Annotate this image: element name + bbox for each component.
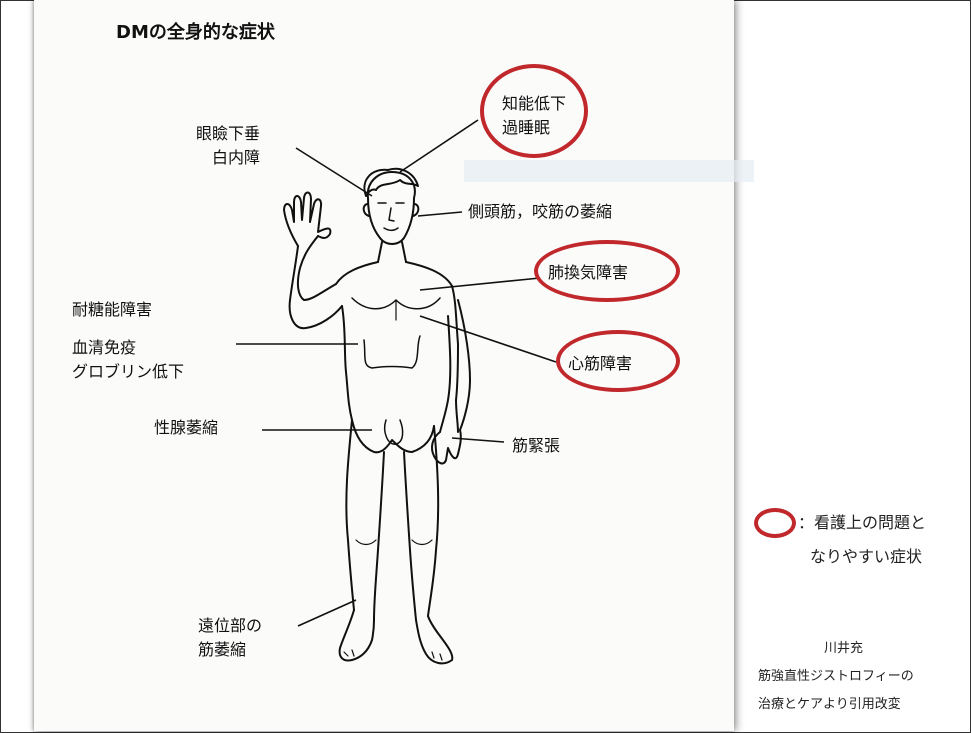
bleed-through-band bbox=[464, 160, 754, 182]
leader-myotonia bbox=[451, 437, 505, 443]
leader-distal bbox=[297, 599, 357, 627]
label-ptosis-cataract: 眼瞼下垂 白内障 bbox=[196, 124, 261, 167]
hanging-hand bbox=[431, 429, 462, 465]
credit-source-line1: 筋強直性ジストロフィーの bbox=[758, 669, 914, 684]
groin bbox=[384, 419, 404, 445]
diagram-title: DMの全身的な症状 bbox=[116, 22, 275, 43]
credit-source-line2: 治療とケアより引用改変 bbox=[758, 697, 901, 712]
label-distal-muscle-atrophy: 遠位部の 筋萎縮 bbox=[198, 616, 263, 659]
hanging-arm bbox=[457, 299, 471, 431]
legend-text-line1: ：看護上の問題と bbox=[798, 513, 927, 532]
leader-lung bbox=[419, 277, 541, 291]
right-leg-outer bbox=[427, 425, 440, 617]
label-glucose-intolerance: 耐糖能障害 bbox=[72, 300, 153, 319]
leader-ptosis bbox=[295, 147, 373, 197]
leader-temporal bbox=[417, 211, 463, 217]
hair bbox=[363, 167, 419, 197]
right-foot bbox=[415, 615, 454, 665]
left-leg-outer bbox=[345, 419, 355, 611]
legend-text-line2: なりやすい症状 bbox=[810, 547, 923, 566]
label-immunoglobulin-decrease: 血清免疫 グロブリン低下 bbox=[72, 338, 185, 381]
raised-hand bbox=[283, 191, 332, 247]
leader-heart bbox=[419, 315, 557, 363]
leader-cognition bbox=[399, 119, 479, 173]
highlight-ring-cognition bbox=[480, 64, 588, 158]
credit-author: 川井充 bbox=[824, 641, 864, 656]
left-leg-inner bbox=[373, 451, 385, 621]
leader-lines bbox=[236, 119, 557, 627]
torso-right bbox=[451, 285, 459, 433]
label-temporal-masseter-atrophy: 側頭筋，咬筋の萎縮 bbox=[468, 202, 613, 221]
left-foot bbox=[338, 609, 375, 662]
right-leg-inner bbox=[403, 451, 417, 621]
highlight-ring-heart bbox=[556, 330, 680, 392]
highlight-ring-lung bbox=[534, 240, 680, 302]
raised-arm bbox=[296, 235, 337, 301]
label-gonadal-atrophy: 性腺萎縮 bbox=[154, 418, 219, 437]
legend-ring-icon bbox=[754, 508, 796, 538]
label-myotonia: 筋緊張 bbox=[512, 436, 561, 455]
torso-left bbox=[341, 305, 353, 421]
head-outline bbox=[366, 171, 416, 245]
